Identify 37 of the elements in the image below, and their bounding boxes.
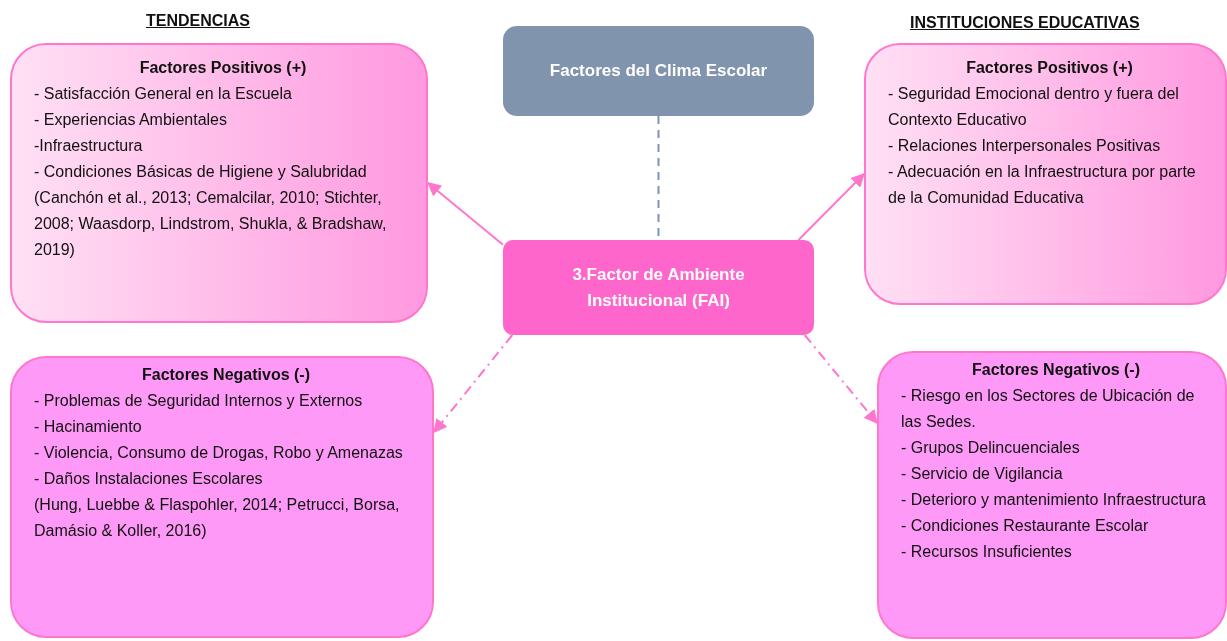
card-heading: Factores Positivos (+) (138, 58, 308, 78)
list-item: - Problemas de Seguridad Internos y Externos (34, 391, 364, 411)
section-heading: TENDENCIAS (146, 12, 250, 30)
list-item: - Condiciones Básicas de Higiene y Salubridad (34, 162, 368, 182)
list-item: - Condiciones Restaurante Escolar (901, 516, 1150, 536)
citation: (Hung, Luebbe & Flaspohler, 2014; Petrucci, Borsa, Damásio & Koller, 2016) (34, 495, 401, 541)
list-item: - Violencia, Consumo de Drogas, Robo y Amenazas (34, 443, 404, 463)
factor-card (877, 351, 1227, 639)
list-item: - Deterioro y mantenimiento Infraestructura (901, 490, 1207, 510)
list-item: -Infraestructura (34, 136, 144, 156)
list-item: - Experiencias Ambientales (34, 110, 228, 130)
list-item: - Seguridad Emocional dentro y fuera del Contexto Educativo (888, 84, 1180, 130)
list-item: - Grupos Delincuenciales (901, 438, 1081, 458)
list-item: - Adecuación en la Infraestructura por parte de la Comunidad Educativa (888, 162, 1197, 208)
factor-card (10, 43, 428, 323)
central-box (503, 240, 814, 335)
factor-card (864, 43, 1227, 305)
node-title: Factores del Clima Escolar (549, 61, 768, 81)
dashed-arrow (803, 334, 878, 425)
arrow (426, 182, 504, 246)
factor-card (10, 356, 434, 638)
list-item: - Daños Instalaciones Escolares (34, 469, 264, 489)
card-heading: Factores Negativos (-) (970, 360, 1141, 380)
list-item: - Recursos Insuficientes (901, 542, 1073, 562)
list-item: - Relaciones Interpersonales Positivas (888, 136, 1162, 156)
citation: (Canchón et al., 2013; Cemalcilar, 2010; Stichter, 2008; Waasdorp, Lindstrom, Shukla, & Bradshaw, 2019) (34, 188, 388, 260)
list-item: - Riesgo en los Sectores de Ubicación de las Sedes. (901, 386, 1196, 432)
section-heading: INSTITUCIONES EDUCATIVAS (910, 14, 1140, 32)
dashed-arrow (433, 334, 514, 434)
card-heading: Factores Negativos (-) (140, 365, 311, 385)
card-heading: Factores Positivos (+) (965, 58, 1134, 78)
list-item: - Satisfacción General en la Escuela (34, 84, 293, 104)
node-title: 3.Factor de Ambiente Institucional (FAI) (571, 264, 746, 312)
list-item: - Hacinamiento (34, 417, 143, 437)
title-box (503, 26, 814, 116)
arrow (797, 173, 865, 241)
list-item: - Servicio de Vigilancia (901, 464, 1064, 484)
